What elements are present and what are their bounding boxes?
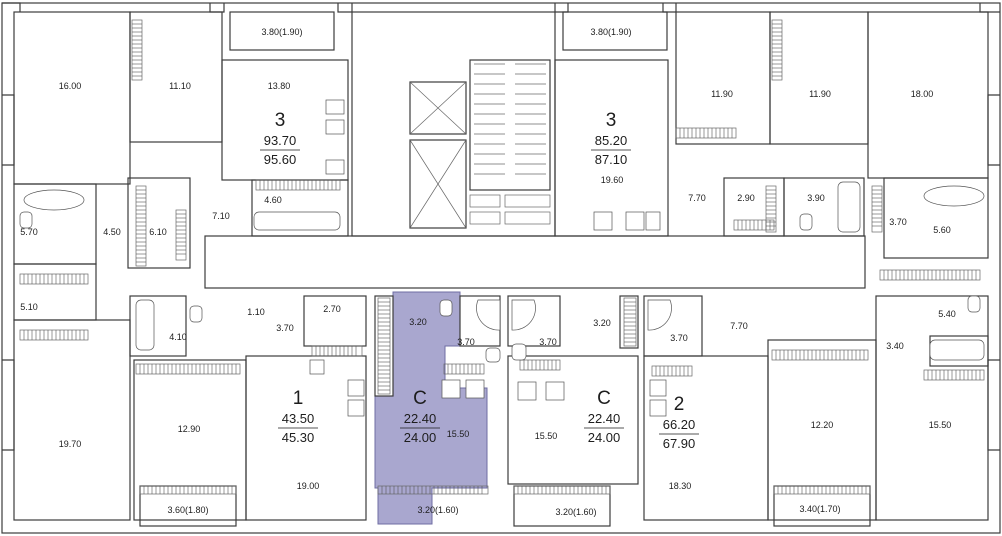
apartment-area-total: 67.90 (663, 436, 696, 451)
room-area-label: 18.00 (911, 89, 934, 99)
apartment-type: С (413, 388, 427, 409)
room-area-label: 6.10 (149, 227, 167, 237)
sanitary-fixtures (19, 181, 985, 363)
radiator-hatches (19, 19, 985, 495)
room-area-label: 11.90 (809, 89, 831, 99)
apartment-area-living: 93.70 (264, 133, 297, 148)
room-area-label: 15.50 (447, 429, 470, 439)
apartment-area-living: 22.40 (404, 411, 437, 426)
highlighted-apartment[interactable] (374, 291, 488, 525)
room-area-label: 4.60 (264, 195, 282, 205)
room-area-label: 19.00 (297, 481, 320, 491)
apartment-type: 3 (606, 110, 617, 131)
room-area-label: 7.10 (212, 211, 230, 221)
apartment-label[interactable]: 3 93.70 95.60 (260, 110, 300, 167)
corridor (204, 235, 866, 289)
apartment-label[interactable]: 3 85.20 87.10 (591, 110, 631, 167)
apartment-area-total: 24.00 (404, 430, 437, 445)
room-area-label: 5.60 (933, 225, 951, 235)
room-area-label: 15.50 (535, 431, 558, 441)
room-area-label: 3.20 (593, 318, 611, 328)
apartment-label[interactable]: С 22.40 24.00 (400, 388, 440, 445)
apartment-type: 3 (275, 110, 286, 131)
room-area-label: 3.70 (457, 337, 475, 347)
room-area-label: 7.70 (688, 193, 706, 203)
room-area-label: 11.90 (711, 89, 733, 99)
room-area-label: 3.20 (409, 317, 427, 327)
apartment-area-living: 66.20 (663, 417, 696, 432)
room-area-label: 3.20(1.60) (417, 505, 458, 515)
apartment-area-living: 85.20 (595, 133, 628, 148)
kitchen-fixtures (309, 99, 667, 417)
room-area-label: 11.10 (169, 81, 191, 91)
room-area-label: 3.40(1.70) (799, 504, 840, 514)
room-area-label: 4.50 (103, 227, 121, 237)
room-area-label: 2.90 (737, 193, 755, 203)
room-area-label: 1.10 (247, 307, 265, 317)
room-area-label: 3.60(1.80) (167, 505, 208, 515)
room-area-label: 2.70 (323, 304, 341, 314)
room-area-label: 18.30 (669, 481, 692, 491)
room-area-label: 3.80(1.90) (590, 27, 631, 37)
room-area-label: 5.10 (20, 302, 38, 312)
room-area-label: 3.70 (670, 333, 688, 343)
room-area-label: 16.00 (59, 81, 82, 91)
room-area-label: 12.20 (811, 420, 834, 430)
apartment-area-total: 45.30 (282, 430, 315, 445)
stair-lift-core (351, 11, 556, 237)
room-area-label: 13.80 (268, 81, 291, 91)
upper-right-apartment-walls (554, 11, 989, 259)
room-area-label: 7.70 (730, 321, 748, 331)
room-area-label: 3.20(1.60) (555, 507, 596, 517)
room-area-label: 5.70 (20, 227, 38, 237)
room-area-label: 3.70 (276, 323, 294, 333)
apartment-area-living: 43.50 (282, 411, 315, 426)
room-area-label: 5.40 (938, 309, 956, 319)
room-area-label: 3.70 (539, 337, 557, 347)
apartment-label[interactable]: 1 43.50 45.30 (278, 388, 318, 445)
apartment-area-total: 95.60 (264, 152, 297, 167)
apartment-area-total: 24.00 (588, 430, 621, 445)
apartment-type: 1 (293, 388, 304, 409)
apartment-label[interactable]: С 22.40 24.00 (584, 388, 624, 445)
room-area-label: 12.90 (178, 424, 201, 434)
room-area-label: 15.50 (929, 420, 952, 430)
apartment-area-living: 22.40 (588, 411, 621, 426)
apartment-label[interactable]: 2 66.20 67.90 (659, 394, 699, 451)
room-area-label: 19.70 (59, 439, 82, 449)
room-area-label: 3.90 (807, 193, 825, 203)
apartment-type: С (597, 388, 611, 409)
room-area-label: 4.10 (169, 332, 187, 342)
room-area-label: 3.80(1.90) (261, 27, 302, 37)
apartment-type: 2 (674, 394, 685, 415)
room-area-label: 19.60 (601, 175, 624, 185)
room-area-label: 3.70 (889, 217, 907, 227)
room-area-label: 3.40 (886, 341, 904, 351)
apartment-area-total: 87.10 (595, 152, 628, 167)
